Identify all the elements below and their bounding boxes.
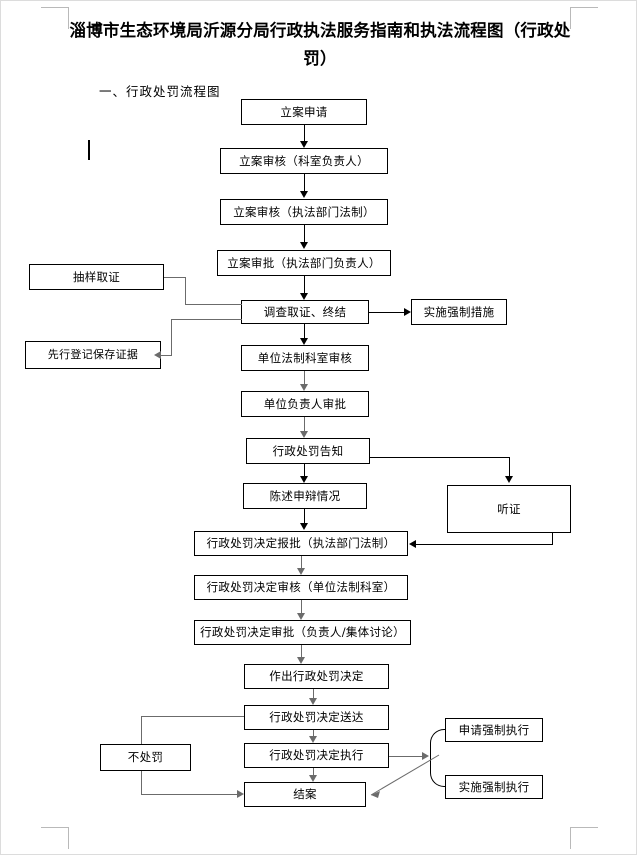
- edge-n6-n5-h1: [164, 277, 186, 278]
- arrowhead-n13-n14: [409, 539, 416, 548]
- arrowhead-n11-n12: [299, 476, 308, 483]
- node-chufa-jueding-baopi[interactable]: 行政处罚决定报批（执法部门法制）: [194, 531, 408, 556]
- edge-n18-n20-v: [141, 716, 142, 744]
- node-xianxing-dengji[interactable]: 先行登记保存证据: [25, 341, 161, 369]
- arrowhead-n16-n17: [296, 657, 305, 664]
- arrowhead-n14-n15: [296, 568, 305, 575]
- node-danwei-fuzeren-shenpi[interactable]: 单位负责人审批: [241, 391, 369, 417]
- edge-n18-n19: [313, 730, 314, 736]
- edge-n2-n3: [304, 174, 305, 191]
- arrowhead-n19-brace: [422, 751, 429, 760]
- crop-mark-top-right: [570, 7, 598, 29]
- node-chenshu-shenbian[interactable]: 陈述申辩情况: [243, 483, 367, 509]
- arrowhead-n5-n8: [404, 307, 411, 316]
- arrowhead-n9-n10: [299, 384, 308, 391]
- node-jiean[interactable]: 结案: [244, 782, 366, 807]
- arrowhead-n18-n19: [308, 736, 317, 743]
- edge-n20-n21-v: [141, 771, 142, 794]
- edge-n14-n15: [301, 556, 302, 568]
- arrowhead-n17-n18: [308, 698, 317, 705]
- edge-n5-n8: [369, 312, 404, 313]
- node-chufa-jueding-songda[interactable]: 行政处罚决定送达: [244, 705, 389, 730]
- crop-mark-top-left: [41, 7, 69, 29]
- arrowhead-n5-n7: [154, 350, 161, 359]
- edge-n10-n11: [304, 417, 305, 431]
- arrowhead-n11-n13: [504, 476, 513, 483]
- arrowhead-n2-n3: [299, 191, 308, 198]
- edge-n17-n18: [313, 689, 314, 698]
- arrowhead-n20-n21: [237, 789, 244, 798]
- edge-n13-n14-h: [416, 544, 553, 545]
- node-lian-shenpi-fuzeren[interactable]: 立案审批（执法部门负责人）: [217, 250, 391, 276]
- edge-n13-n14-v: [552, 533, 553, 544]
- node-shishi-qiangzhi-cuoshi[interactable]: 实施强制措施: [411, 299, 507, 325]
- node-xingzheng-chufa-gaozhi[interactable]: 行政处罚告知: [246, 438, 370, 464]
- arrowhead-n19-n21: [308, 775, 317, 782]
- node-lian-shenhe-keshi[interactable]: 立案审核（科室负责人）: [220, 148, 388, 174]
- edge-n5-n7-v: [171, 319, 172, 355]
- edge-n9-n10: [304, 371, 305, 384]
- node-diaocha-quzheng[interactable]: 调查取证、终结: [241, 300, 369, 324]
- edge-n16-n17: [301, 645, 302, 657]
- node-lian-shenqing[interactable]: 立案申请: [241, 99, 367, 125]
- edge-n1-n2: [304, 125, 305, 141]
- edge-n19-n21: [313, 768, 314, 775]
- edge-n19-brace: [389, 756, 422, 757]
- edge-n12-n14: [304, 509, 305, 523]
- node-chufa-jueding-shenpi[interactable]: 行政处罚决定审批（负责人/集体讨论）: [194, 620, 411, 645]
- edge-n5-n9: [304, 324, 305, 338]
- arrowhead-n1-n2: [299, 141, 308, 148]
- node-lian-shenhe-fazhi[interactable]: 立案审核（执法部门法制）: [220, 199, 388, 225]
- arrowhead-n12-n14: [299, 523, 308, 530]
- edge-n15-n16: [301, 600, 302, 613]
- edge-n6-n5-v: [185, 277, 186, 305]
- text-cursor-caret: [88, 140, 90, 160]
- arrowhead-n10-n11: [299, 431, 308, 438]
- node-chufa-jueding-shenhe[interactable]: 行政处罚决定审核（单位法制科室）: [194, 575, 408, 600]
- section-subtitle: 一、行政处罚流程图: [99, 84, 221, 99]
- arrowhead-n15-n16: [296, 613, 305, 620]
- edge-n11-n13-v: [509, 457, 510, 476]
- edge-n11-n13-h: [370, 457, 509, 458]
- edge-n3-n4: [304, 225, 305, 242]
- node-danwei-fazhi-shenhe[interactable]: 单位法制科室审核: [241, 345, 369, 371]
- arrowhead-n5-n9: [299, 338, 308, 345]
- edge-n6-n5-h2: [185, 304, 242, 305]
- node-chufa-jueding-zhixing[interactable]: 行政处罚决定执行: [244, 743, 389, 768]
- node-chouyang-quzheng[interactable]: 抽样取证: [29, 264, 164, 290]
- edge-n5-n7-h2: [161, 355, 172, 356]
- edge-n4-n5: [304, 276, 305, 293]
- edge-n11-n12: [304, 464, 305, 476]
- edge-qiangzhi-to-jiean: [370, 754, 440, 798]
- crop-mark-bottom-left: [41, 827, 69, 849]
- edge-n18-n20-h: [141, 716, 244, 717]
- node-tingzheng[interactable]: 听证: [447, 485, 571, 533]
- edge-n5-n7-h1: [171, 319, 242, 320]
- node-bu-chufa[interactable]: 不处罚: [100, 744, 191, 771]
- node-shishi-qiangzhi-zhixing[interactable]: 实施强制执行: [445, 775, 543, 799]
- edge-n20-n21-h: [141, 794, 237, 795]
- page-title: 淄博市生态环境局沂源分局行政执法服务指南和执法流程图（行政处罚）: [69, 21, 571, 68]
- arrowhead-n3-n4: [299, 242, 308, 249]
- arrowhead-n4-n5: [299, 293, 308, 300]
- crop-mark-bottom-right: [570, 827, 598, 849]
- node-shenqing-qiangzhi-zhixing[interactable]: 申请强制执行: [445, 718, 543, 742]
- node-zuochu-chufa-jueding[interactable]: 作出行政处罚决定: [244, 664, 389, 689]
